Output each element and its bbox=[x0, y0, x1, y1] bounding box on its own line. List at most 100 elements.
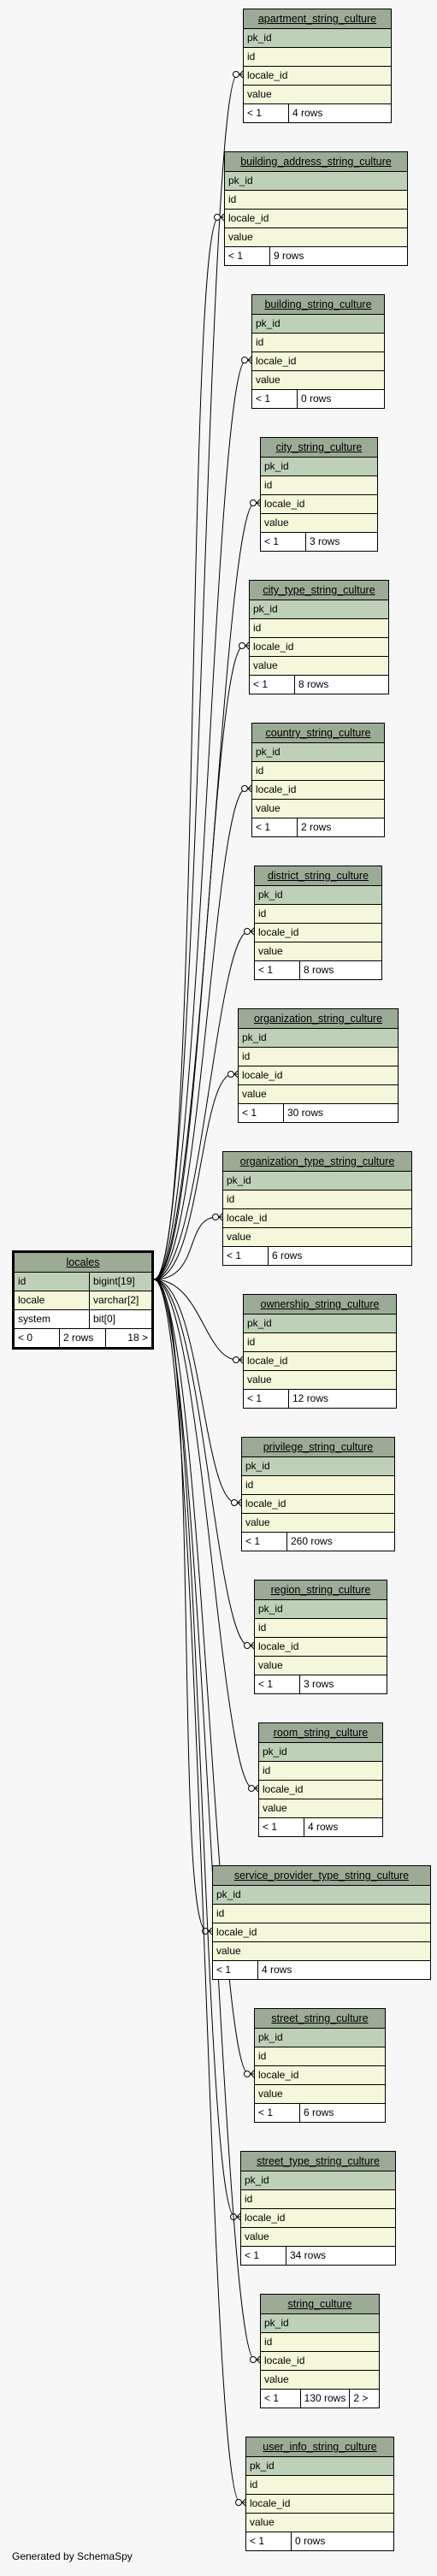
parent-relations[interactable]: < 1 bbox=[213, 1961, 258, 1979]
parent-relations[interactable]: < 1 bbox=[242, 1533, 287, 1551]
table-title[interactable]: building_address_string_culture bbox=[225, 152, 407, 172]
table-title[interactable]: district_string_culture bbox=[255, 866, 381, 886]
column-row: id bbox=[244, 1333, 396, 1352]
column-row: locale_id bbox=[244, 67, 391, 86]
parent-relations[interactable]: < 1 bbox=[225, 247, 270, 265]
parent-relations[interactable]: < 1 bbox=[244, 104, 289, 122]
row-count: 2 rows bbox=[60, 1329, 106, 1347]
parent-relations[interactable]: < 1 bbox=[239, 1104, 284, 1122]
parent-relations[interactable]: < 1 bbox=[223, 1247, 269, 1265]
crowfoot-mark bbox=[245, 641, 250, 647]
column-row: locale_id bbox=[255, 1638, 387, 1657]
parent-relations[interactable]: < 1 bbox=[261, 533, 306, 551]
table-title[interactable]: apartment_string_culture bbox=[244, 9, 391, 29]
relationship-line bbox=[153, 216, 224, 1280]
column-row: pk_id bbox=[261, 458, 377, 476]
table-footer: < 1 3 rows bbox=[261, 533, 377, 551]
row-count: 3 rows bbox=[304, 1678, 334, 1690]
parent-relations[interactable]: < 1 bbox=[261, 2390, 301, 2408]
parent-relations[interactable]: < 0 bbox=[15, 1329, 60, 1347]
column-row: id bbox=[246, 2476, 393, 2495]
parent-relations[interactable]: < 1 bbox=[255, 2104, 300, 2122]
crowfoot-mark bbox=[256, 2359, 261, 2364]
column-row: id bbox=[241, 2190, 395, 2209]
parent-relations[interactable]: < 1 bbox=[255, 1675, 300, 1693]
table-title[interactable]: locales bbox=[15, 1253, 151, 1273]
column-row: value bbox=[244, 1371, 396, 1390]
optional-many-marker bbox=[244, 2071, 251, 2077]
optional-many-marker bbox=[214, 214, 221, 221]
table-title[interactable]: country_string_culture bbox=[252, 724, 384, 743]
parent-relations[interactable]: < 1 bbox=[241, 2247, 286, 2265]
table-title[interactable]: user_info_string_culture bbox=[246, 2437, 393, 2457]
table-title[interactable]: street_string_culture bbox=[255, 2009, 385, 2029]
parent-relations[interactable]: < 1 bbox=[252, 390, 298, 408]
table-title[interactable]: city_string_culture bbox=[261, 438, 377, 458]
column-row: locale_id bbox=[252, 781, 384, 800]
row-count: 3 rows bbox=[310, 535, 340, 547]
crowfoot-mark bbox=[233, 1070, 239, 1075]
table-title[interactable]: street_type_string_culture bbox=[241, 2152, 395, 2171]
parent-relations[interactable]: < 1 bbox=[252, 818, 298, 836]
relationship-line bbox=[153, 1279, 241, 1504]
table-title[interactable]: service_provider_type_string_culture bbox=[213, 1866, 430, 1886]
parent-relations[interactable]: < 1 bbox=[259, 1818, 304, 1836]
column-row: id bbox=[239, 1048, 398, 1066]
parent-relations[interactable]: < 1 bbox=[246, 2532, 292, 2550]
parent-relations[interactable]: < 1 bbox=[244, 1390, 289, 1408]
table-title[interactable]: string_culture bbox=[261, 2295, 379, 2314]
table-locales[interactable]: locales id bigint[19] locale varchar[2] … bbox=[12, 1250, 154, 1350]
table-title[interactable]: organization_type_string_culture bbox=[223, 1152, 411, 1172]
table-title[interactable]: organization_string_culture bbox=[239, 1009, 398, 1029]
parent-relations[interactable]: < 1 bbox=[255, 961, 300, 979]
column-row: pk_id bbox=[213, 1886, 430, 1905]
table-title[interactable]: region_string_culture bbox=[255, 1580, 387, 1600]
column-row: value bbox=[213, 1942, 430, 1961]
crowfoot-mark bbox=[220, 213, 225, 218]
table-title[interactable]: ownership_string_culture bbox=[244, 1295, 396, 1315]
child-relations[interactable]: 18 > bbox=[127, 1332, 148, 1344]
parent-relations[interactable]: < 1 bbox=[250, 676, 295, 694]
column-row: locale_id bbox=[246, 2495, 393, 2514]
crowfoot-mark bbox=[208, 1930, 213, 1935]
table-footer: < 0 2 rows 18 > bbox=[15, 1329, 151, 1347]
optional-many-marker bbox=[233, 1356, 239, 1363]
crowfoot-mark bbox=[250, 2070, 255, 2075]
child-relations[interactable]: 2 > bbox=[353, 2392, 369, 2404]
table-title[interactable]: city_type_string_culture bbox=[250, 581, 388, 600]
column-row: id bbox=[252, 334, 384, 352]
row-count: 34 rows bbox=[290, 2249, 327, 2261]
generated-by-note: Generated by SchemaSpy bbox=[12, 2550, 133, 2562]
table-title[interactable]: building_string_culture bbox=[252, 295, 384, 315]
column-row: id bbox=[244, 48, 391, 67]
crowfoot-mark bbox=[247, 788, 252, 793]
table-title[interactable]: privilege_string_culture bbox=[242, 1438, 394, 1457]
table-title[interactable]: room_string_culture bbox=[259, 1723, 382, 1743]
column-type: bit[0] bbox=[93, 1313, 116, 1325]
